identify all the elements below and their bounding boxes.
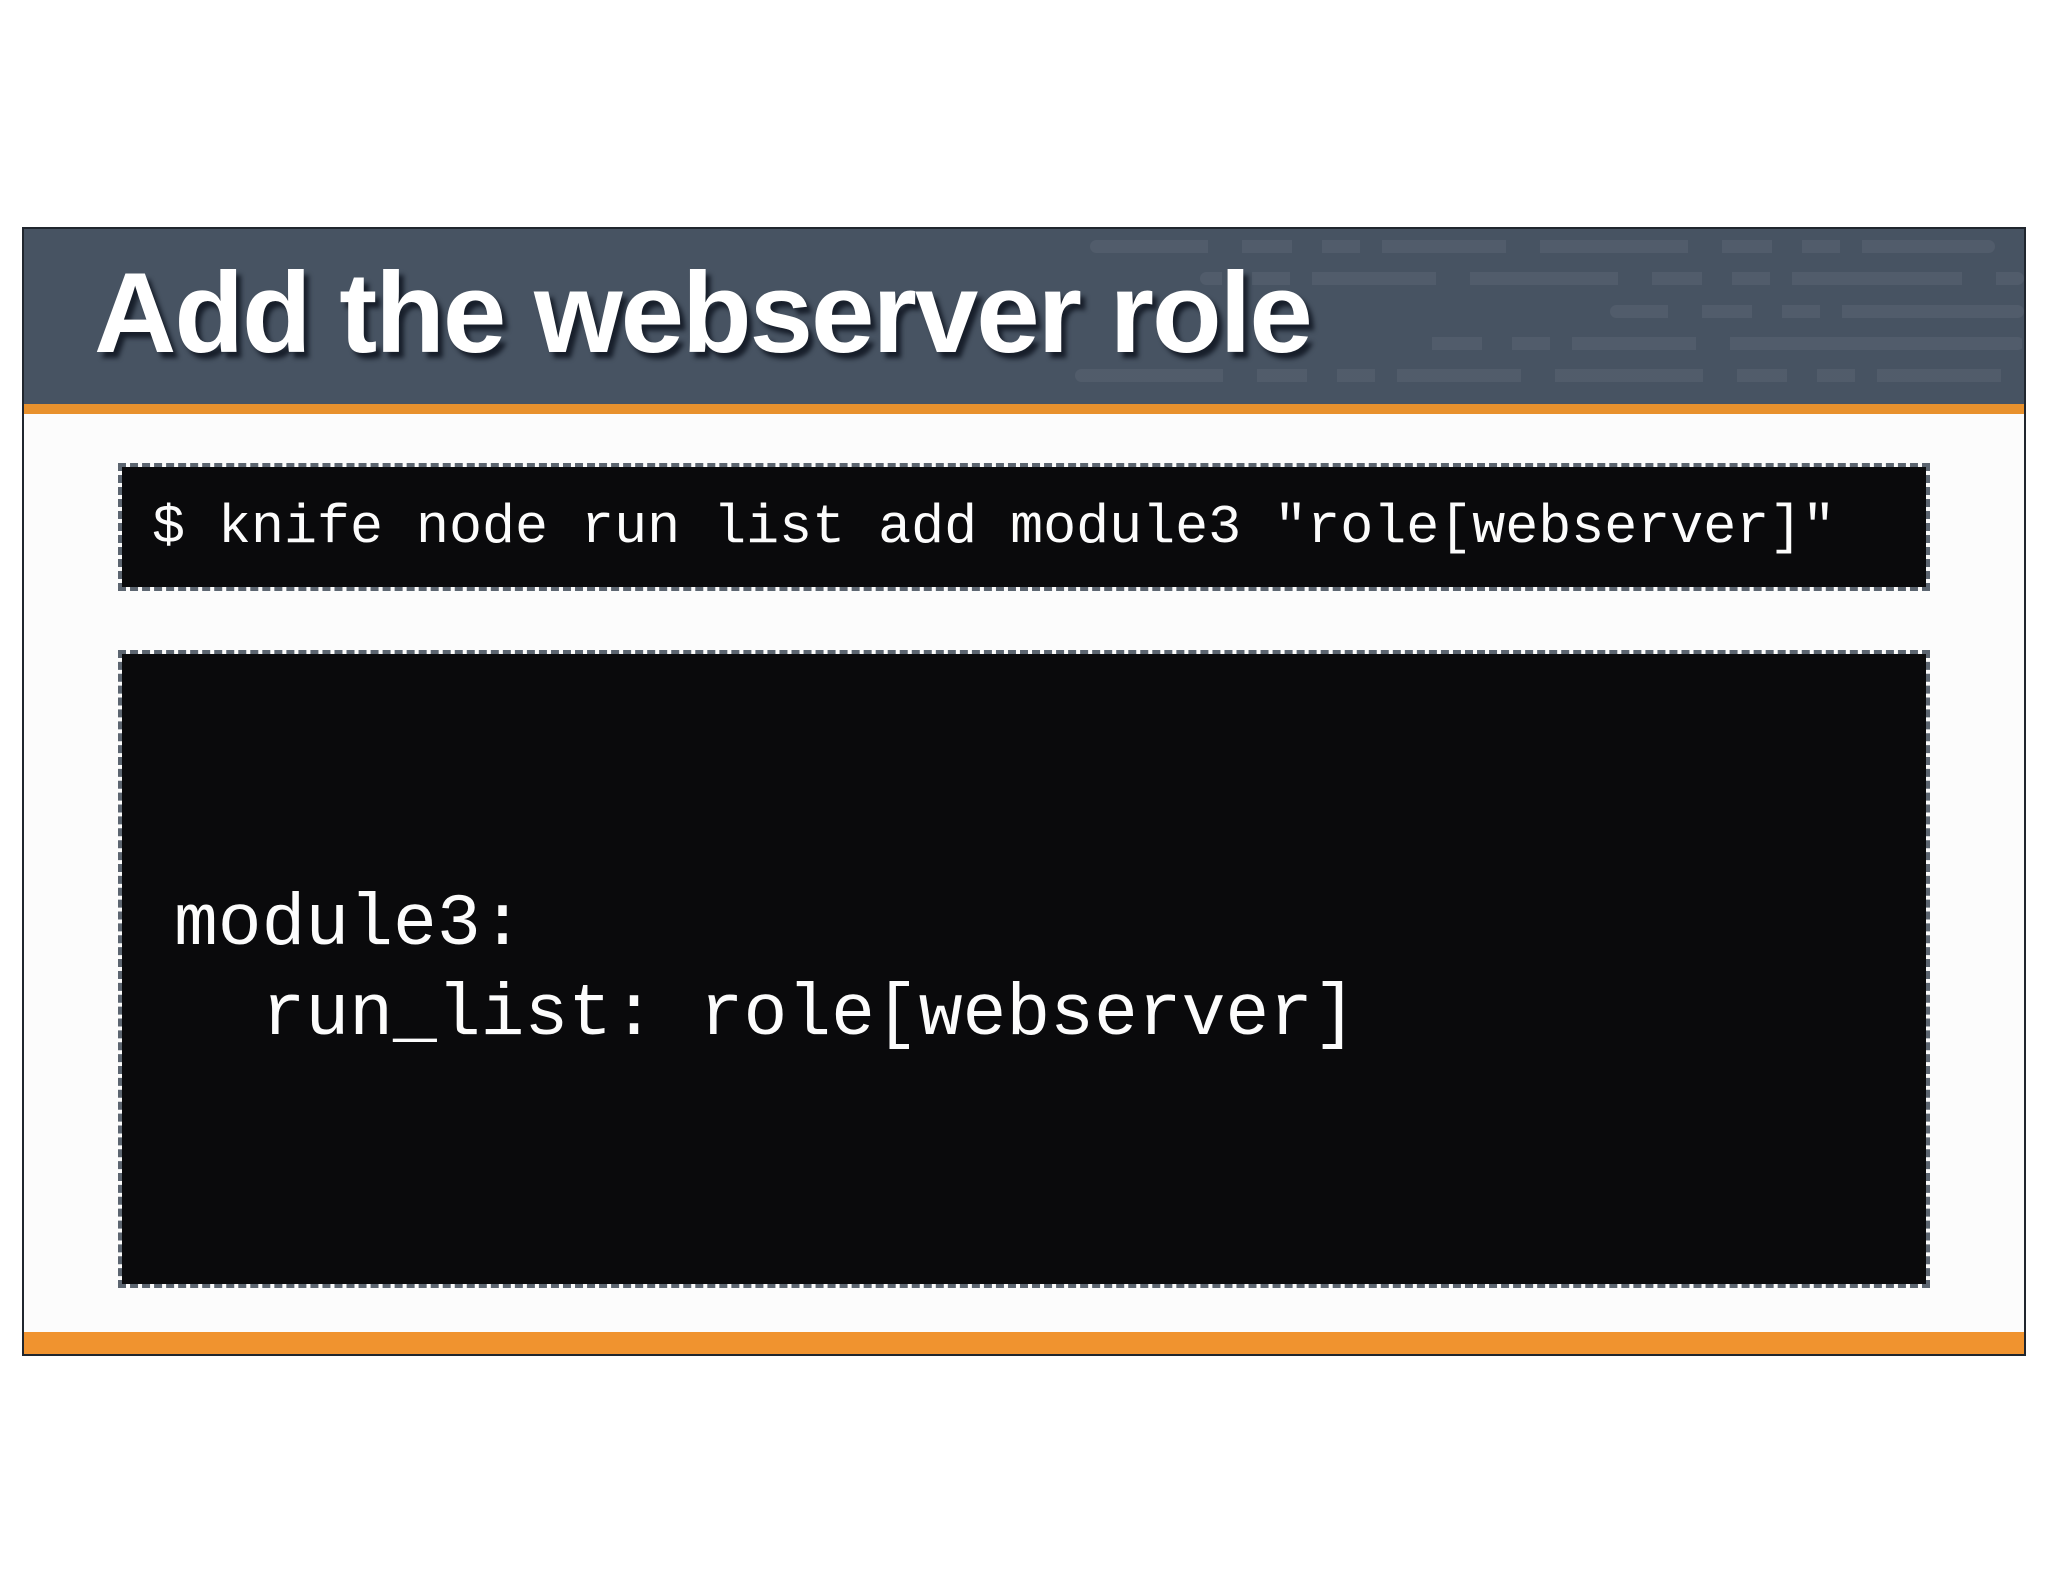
dash-pattern-row	[1610, 305, 2024, 318]
slide-footer-bar	[24, 1332, 2024, 1354]
slide: Add the webserver role $ knife node run …	[22, 227, 2026, 1356]
slide-title: Add the webserver role	[94, 250, 1313, 377]
slide-header: Add the webserver role	[24, 229, 2024, 404]
terminal-command-box: $ knife node run list add module3 "role[…	[118, 463, 1930, 591]
dash-pattern-row	[1090, 240, 1995, 253]
dash-pattern-row	[1400, 337, 2024, 350]
header-accent-strip	[24, 404, 2024, 414]
dash-pattern-row	[1075, 369, 2024, 382]
terminal-command-text: $ knife node run list add module3 "role[…	[152, 495, 1836, 559]
terminal-output-box: module3: run_list: role[webserver]	[118, 650, 1930, 1288]
code-line-run-list: run_list: role[webserver]	[174, 973, 1357, 1056]
dash-pattern-row	[1200, 272, 2024, 285]
code-line-node-name: module3:	[174, 883, 525, 966]
